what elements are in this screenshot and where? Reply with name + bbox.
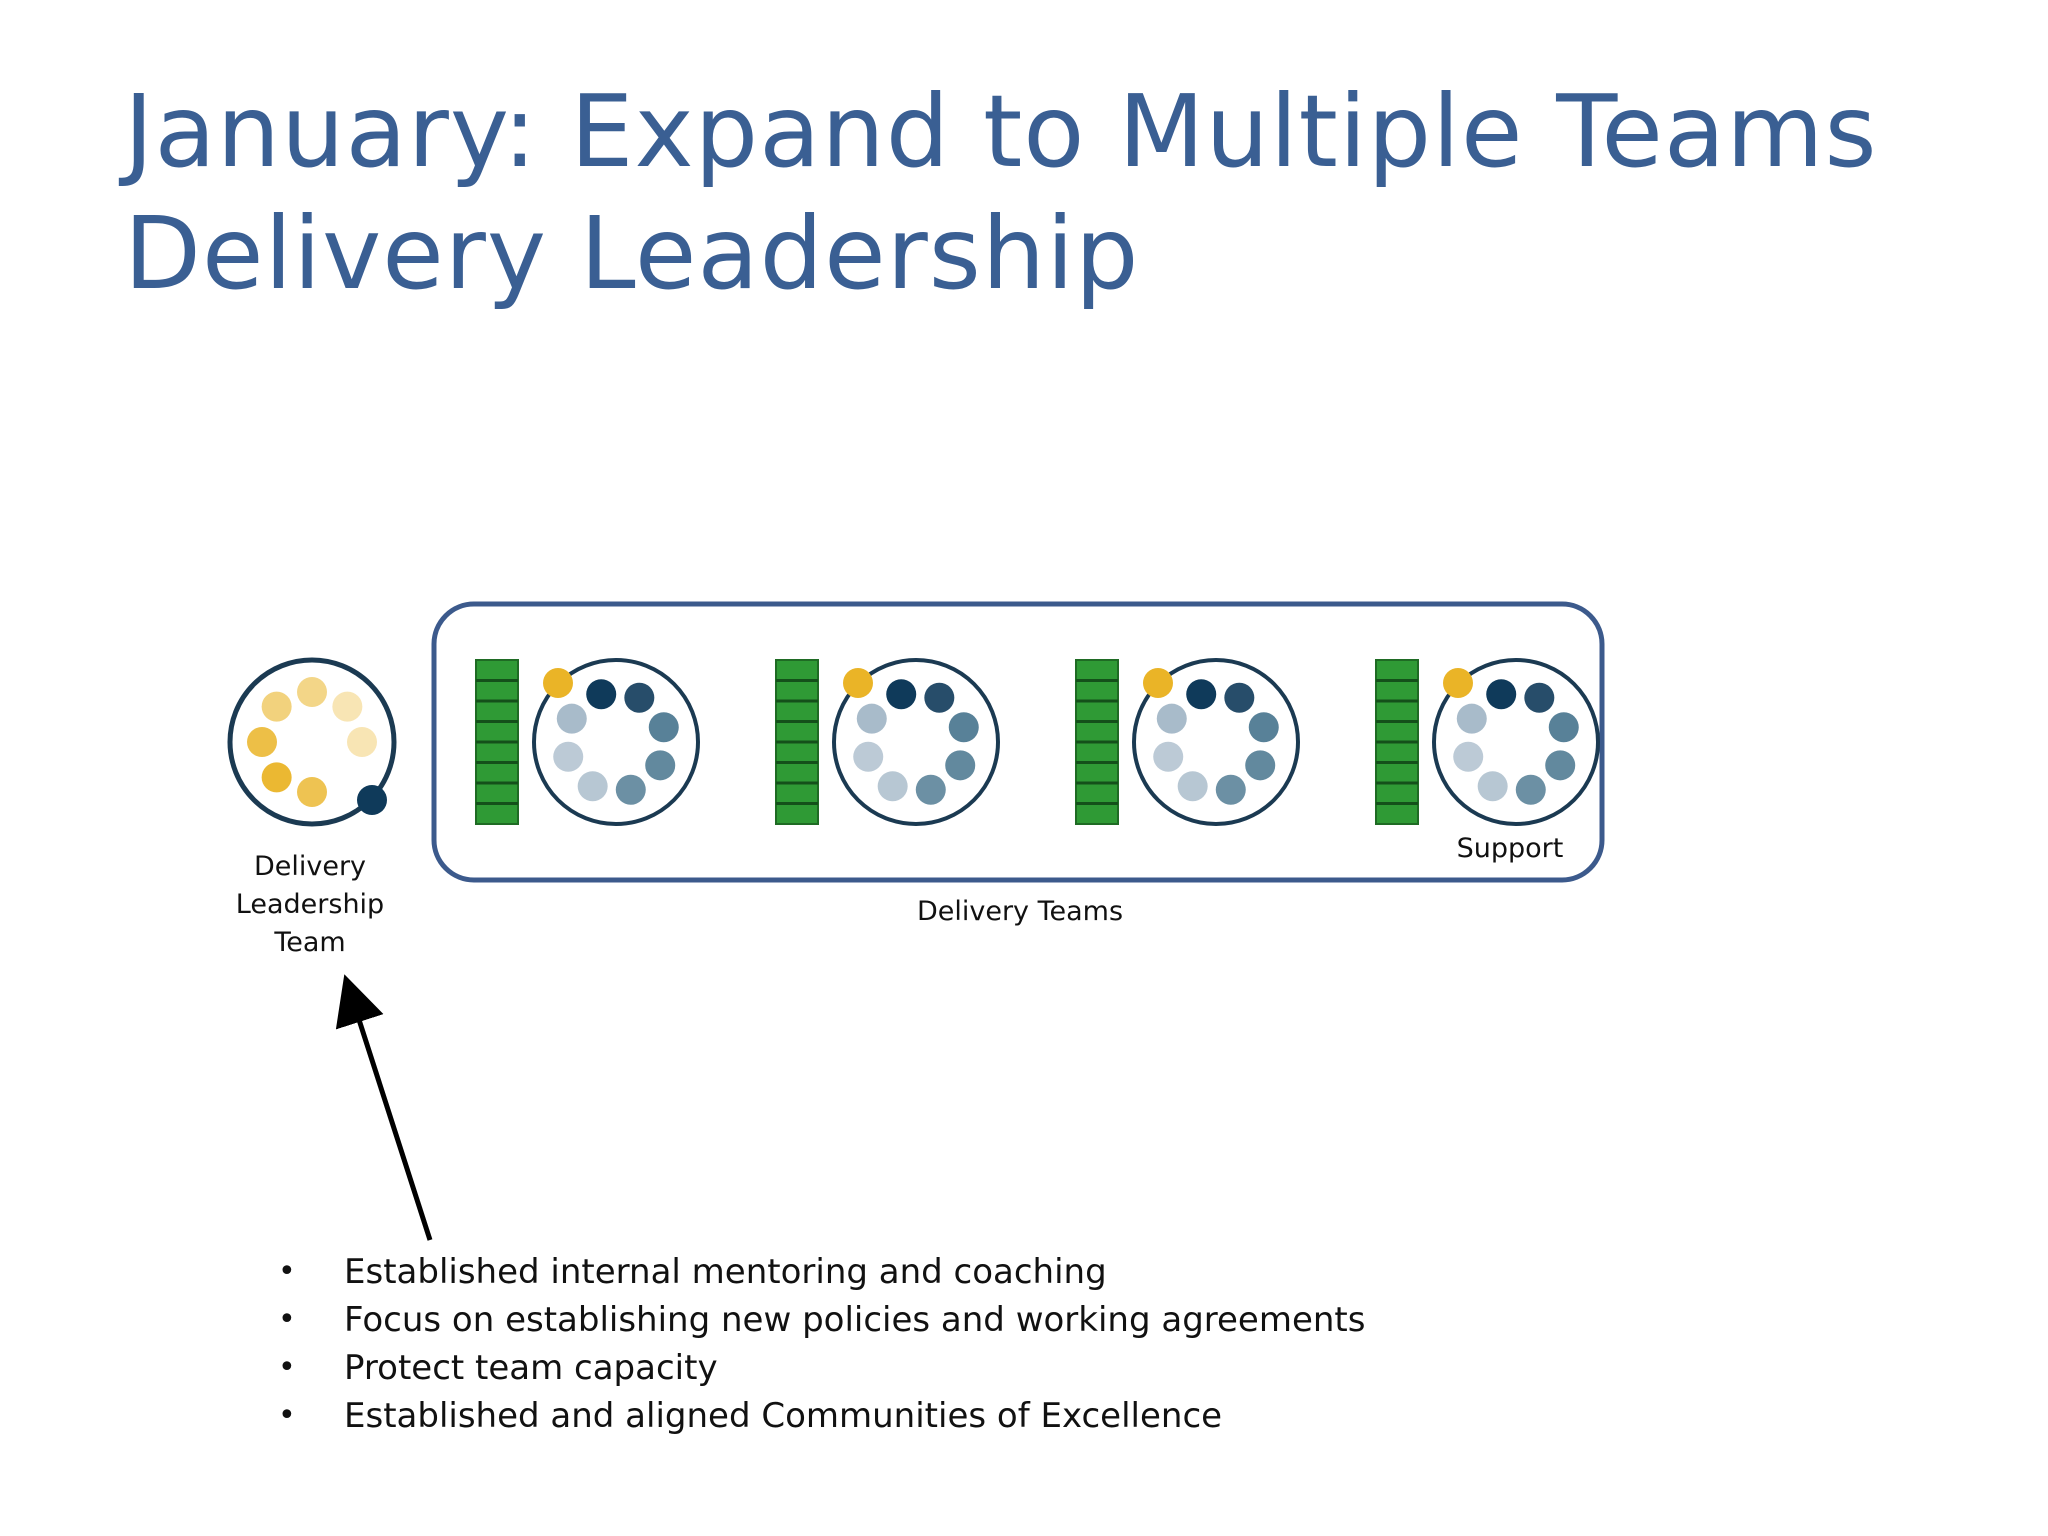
team-member-icon [1186,679,1217,710]
backlog-bar-icon [775,659,819,825]
bullet-list: Established internal mentoring and coach… [270,1248,1365,1440]
team-member-icon [1515,774,1546,805]
coach-member-icon [1443,668,1473,698]
team-member-icon [1248,712,1279,743]
team-circle-icon [1132,658,1300,826]
backlog-bar-icon [1375,659,1419,825]
team-member-icon [1156,703,1187,734]
team-member-icon [1245,750,1276,781]
team-member-icon [853,741,884,772]
team-member-icon [856,703,887,734]
delivery-teams-label: Delivery Teams [916,896,1124,927]
coach-member-icon [543,668,573,698]
team-member-icon [1477,771,1508,802]
team-member-icon [624,682,655,713]
slide-title-line-2: Delivery Leadership [124,195,1140,312]
arrow-icon [335,974,433,1241]
coach-member-icon [843,668,873,698]
leader-member-icon [347,727,377,757]
team-circle-icon [832,658,1000,826]
leader-member-icon [332,691,363,722]
team-member-icon [648,712,679,743]
coach-member-icon [357,785,387,815]
leader-member-icon [261,691,292,722]
team-member-icon [1177,771,1208,802]
team-member-icon [945,750,976,781]
backlog-bar-icon [475,659,519,825]
delivery-team-2 [775,658,1000,826]
bullet-item: Focus on establishing new policies and w… [270,1296,1365,1344]
team-member-icon [915,774,946,805]
team-member-icon [948,712,979,743]
team-member-icon [924,682,955,713]
leader-member-icon [297,777,327,807]
delivery-team-1 [475,658,700,826]
team-member-icon [877,771,908,802]
team-member-icon [1524,682,1555,713]
leader-member-icon [247,727,277,757]
bullet-item: Protect team capacity [270,1344,1365,1392]
delivery-teams-group-border [431,601,1605,883]
team-member-icon [1548,712,1579,743]
team-member-icon [1453,741,1484,772]
delivery-team-4 [1375,658,1600,826]
team-member-icon [886,679,917,710]
team-member-icon [1215,774,1246,805]
bullet-item: Established internal mentoring and coach… [270,1248,1365,1296]
team-member-icon [556,703,587,734]
team-member-icon [1486,679,1517,710]
coach-member-icon [1143,668,1173,698]
team-circle-icon [1432,658,1600,826]
backlog-bar-icon [1075,659,1119,825]
team-member-icon [1545,750,1576,781]
team-member-icon [586,679,617,710]
leadership-team-label: Delivery Leadership Team [235,851,385,958]
team-member-icon [645,750,676,781]
leader-member-icon [261,762,292,793]
team-circle-icon [532,658,700,826]
team-member-icon [1456,703,1487,734]
leader-member-icon [297,677,327,707]
team-member-icon [577,771,608,802]
delivery-team-3 [1075,658,1300,826]
slide-title-line-1: January: Expand to Multiple Teams [124,73,1878,190]
bullet-item: Established and aligned Communities of E… [270,1392,1365,1440]
team-member-icon [1153,741,1184,772]
team-member-icon [553,741,584,772]
leadership-team-icon [227,657,397,827]
team-member-icon [1224,682,1255,713]
team-member-icon [615,774,646,805]
support-label: Support [1456,833,1564,864]
